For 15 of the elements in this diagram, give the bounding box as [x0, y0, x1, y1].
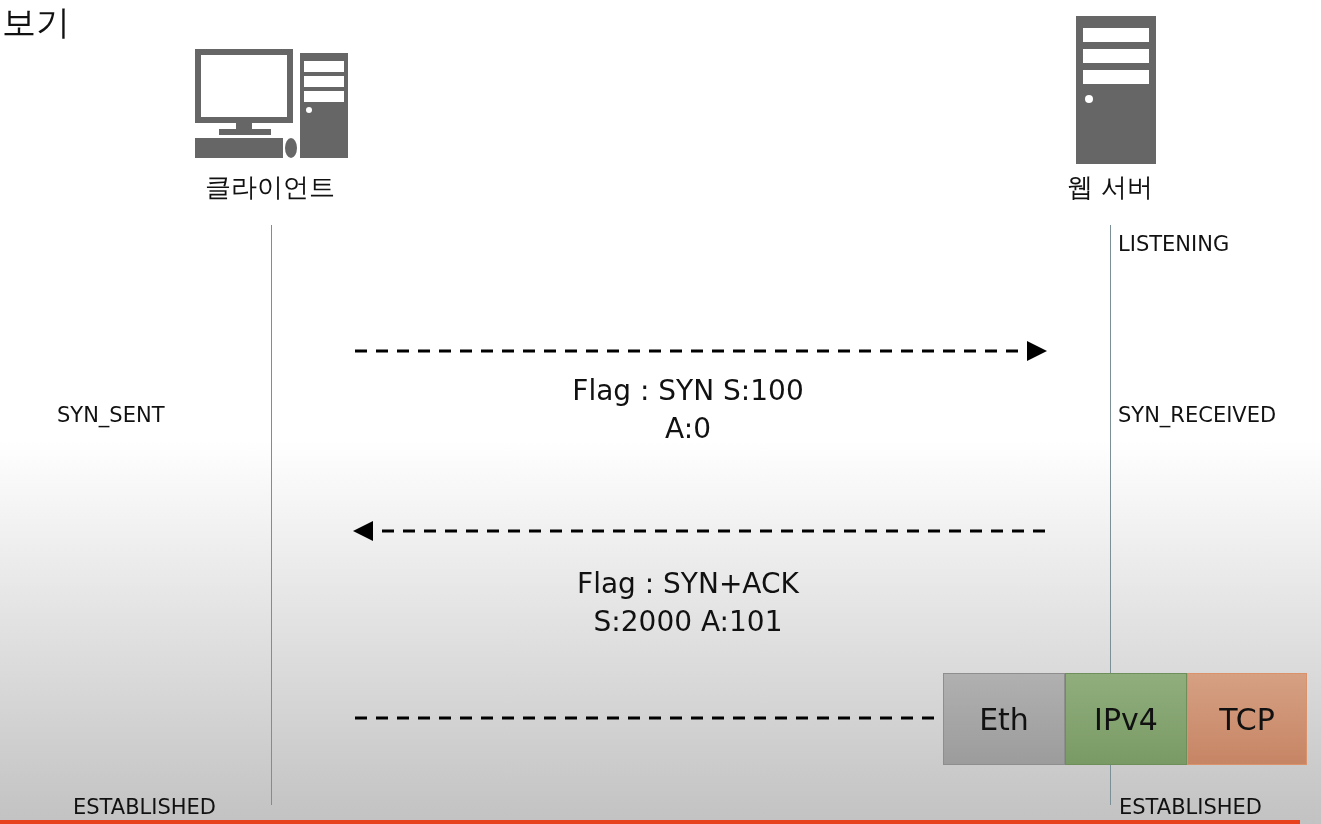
node-label: 클라이언트	[204, 171, 336, 204]
packet-header-box: IPv4	[1065, 673, 1187, 765]
dashed-arrow	[355, 341, 1047, 361]
edge-label: Flag : SYN S:100 A:0	[571, 373, 805, 447]
edge-label: Flag : SYN+ACK S:2000 A:101	[576, 566, 800, 640]
packet-header-box: Eth	[943, 673, 1065, 765]
packet-header-box: TCP	[1187, 673, 1307, 765]
dashed-arrow	[353, 521, 1045, 541]
state-label: ESTABLISHED	[73, 795, 217, 819]
state-label: LISTENING	[1118, 232, 1230, 256]
state-label: SYN_SENT	[57, 403, 165, 427]
page-title: 보기	[2, 1, 70, 44]
state-label: ESTABLISHED	[1119, 795, 1263, 819]
state-label: SYN_RECEIVED	[1118, 403, 1277, 427]
node-label: 웹 서버	[1065, 171, 1155, 204]
